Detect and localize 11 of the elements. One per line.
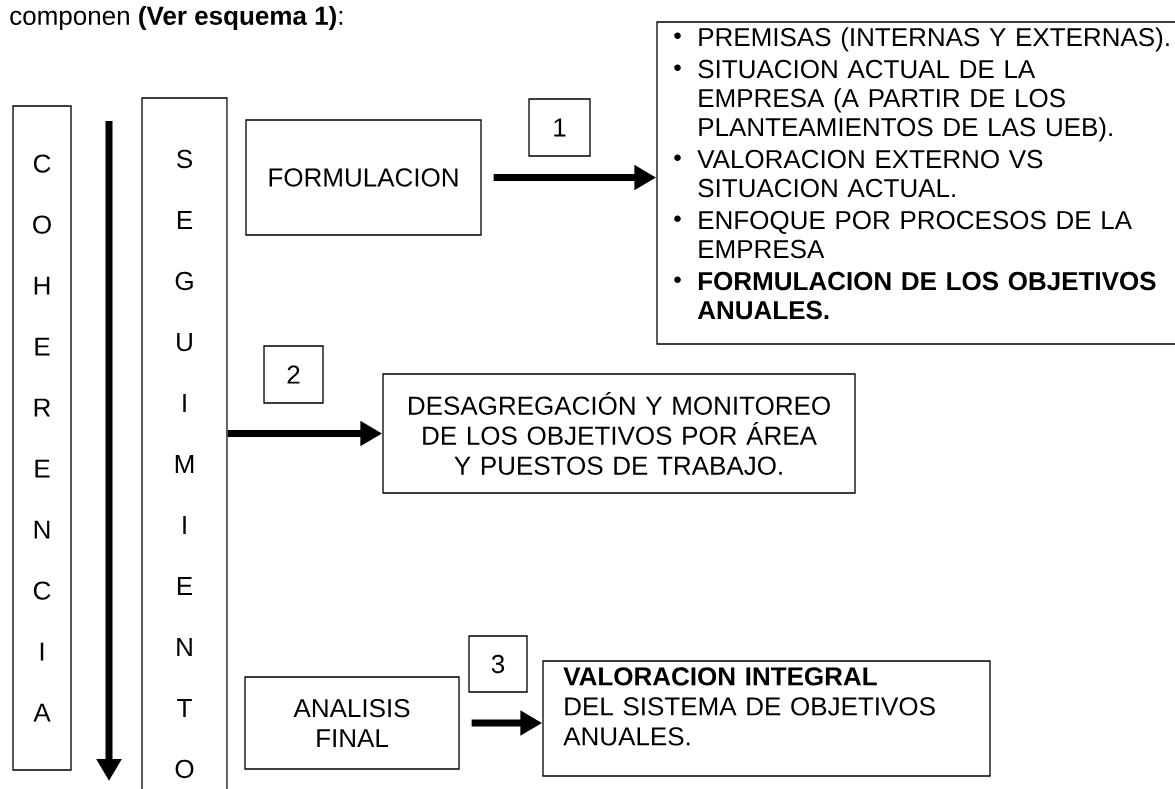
process-box: DESAGREGACIÓN Y MONITOREO DE LOS OBJETIVOS POR ÁREA Y PUESTOS DE TRABAJO. xyxy=(382,373,856,494)
vertical-text-box: S E G U I M I E N T O xyxy=(141,97,228,789)
number-box: 1 xyxy=(528,98,591,157)
number-box: 2 xyxy=(263,345,324,404)
bullet-list-box: PREMISAS (INTERNAS Y EXTERNAS). SITUACION ACTUAL DE LA EMPRESA (A PARTIR DE LOS PLANTEAMIENTOS DE LAS UEB). VALORACION EXTERNO VS SITUACION ACTUAL. ENFOQUE POR PROCESOS DE LA EMPRESA FORMULACION DE LOS OBJETIVOS ANUALES. xyxy=(656,21,1175,345)
process-box: FORMULACION xyxy=(245,119,482,236)
vertical-text-box: C O H E R E N C I A xyxy=(12,105,72,771)
process-box: ANALISIS FINAL xyxy=(244,676,460,770)
number-box: 3 xyxy=(468,635,528,693)
process-box: VALORACION INTEGRAL DEL SISTEMA DE OBJETIVOS ANUALES. xyxy=(542,660,991,777)
intro-text: componen (Ver esquema 1): xyxy=(10,5,343,31)
